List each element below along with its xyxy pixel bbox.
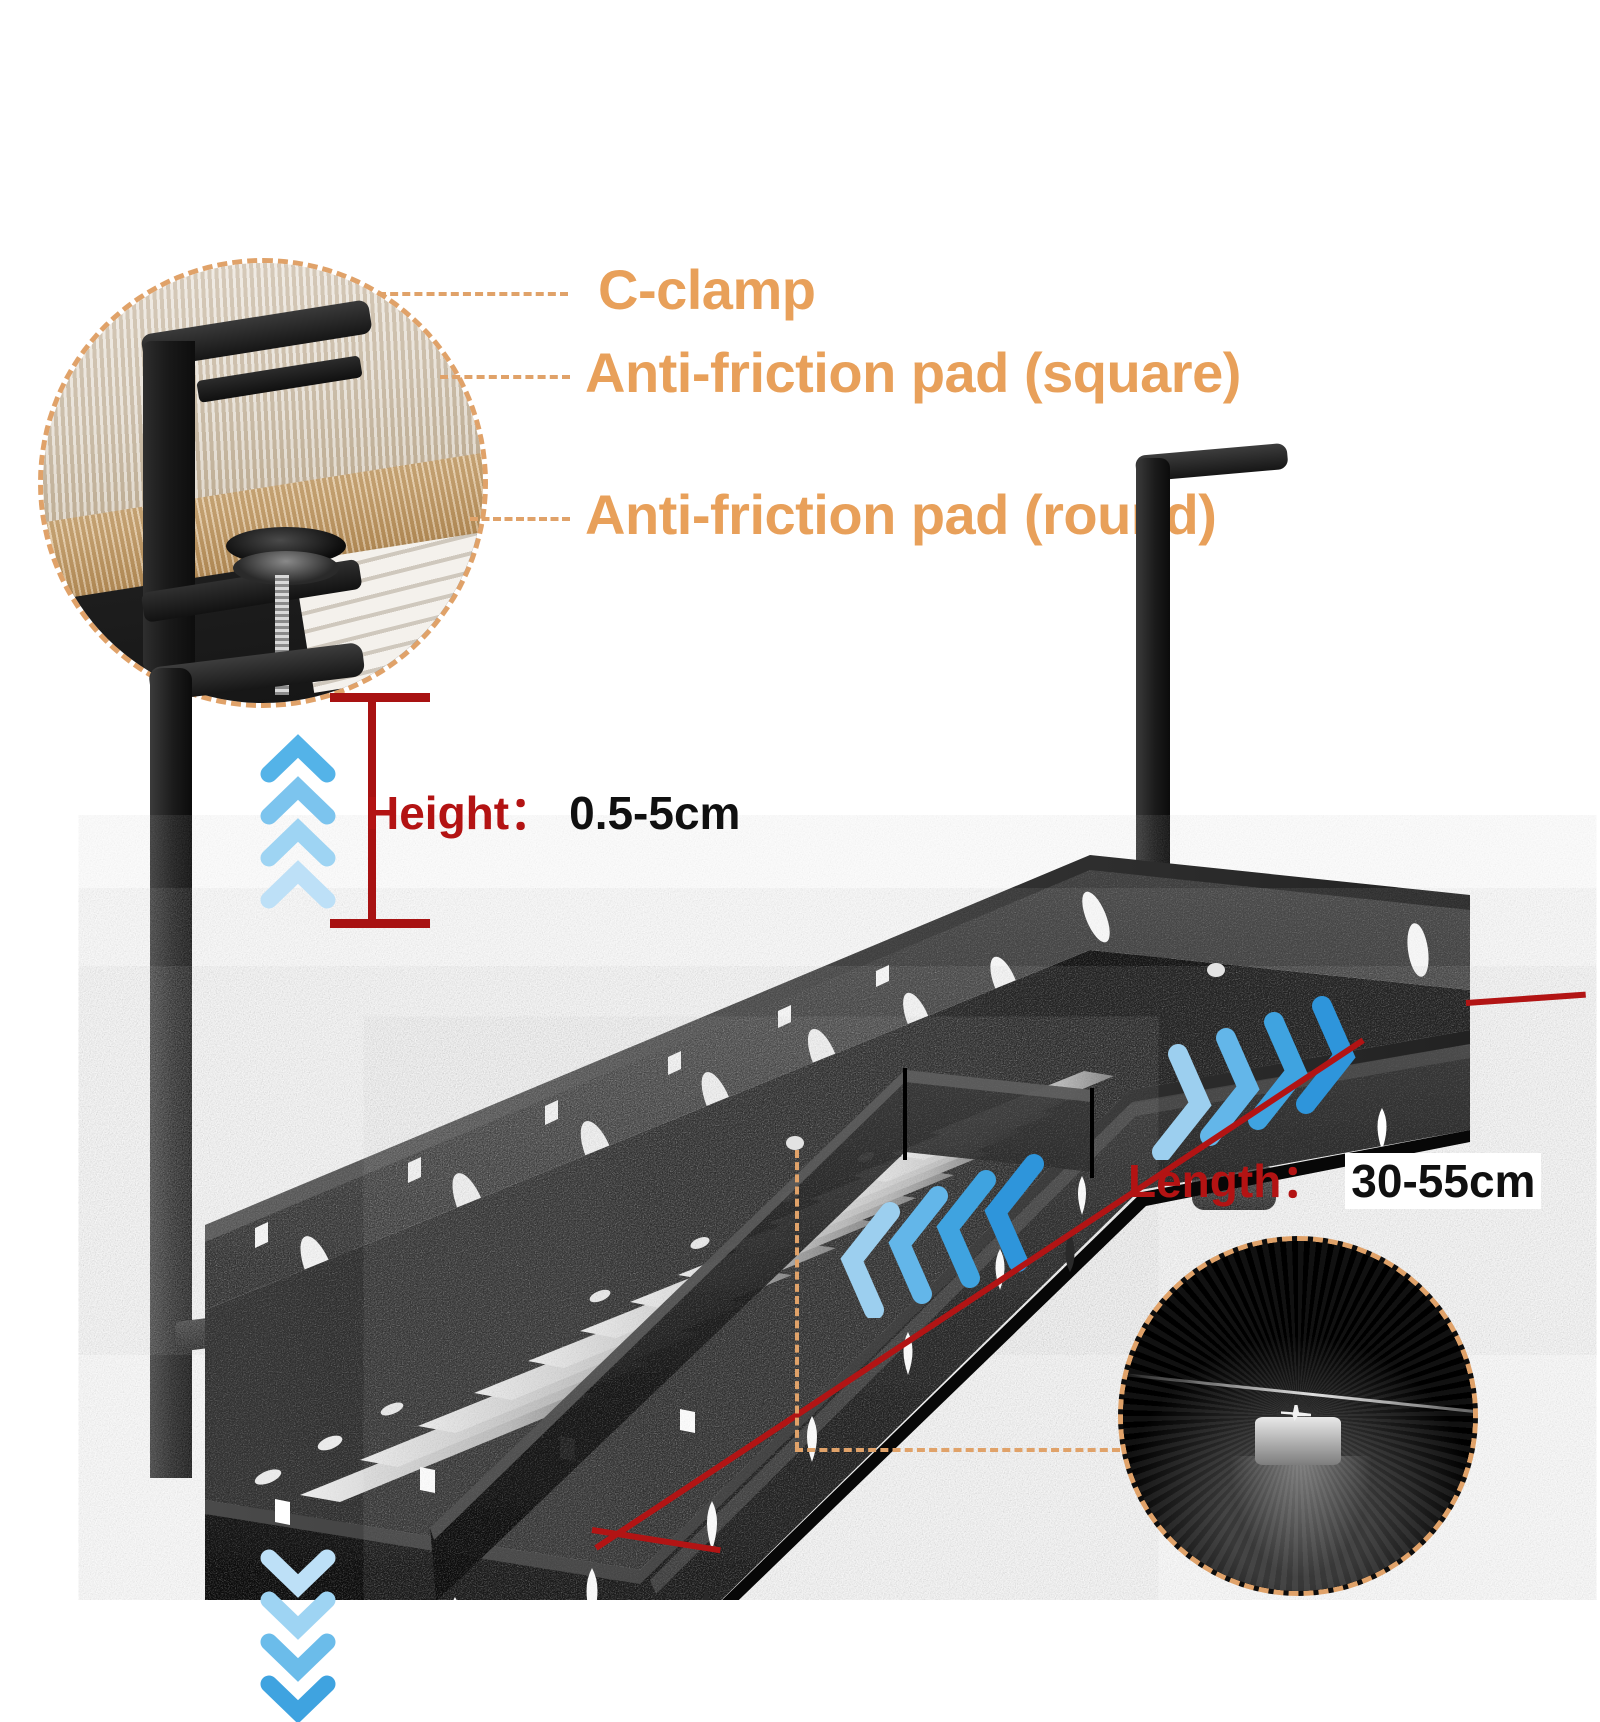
- leader-line-screw-horizontal: [795, 1448, 1120, 1452]
- leader-line-pad-square: [440, 375, 570, 379]
- leader-line-screw-vertical: [795, 1150, 799, 1450]
- height-dimension-label: Height：0.5-5cm: [366, 790, 740, 836]
- tray-rivets: [786, 963, 1225, 1150]
- inset-clamp-detail: [38, 258, 488, 708]
- leader-line-c-clamp: [378, 292, 568, 296]
- height-dimension-tick-top: [330, 693, 430, 702]
- height-label-value: 0.5-5cm: [569, 787, 741, 839]
- chevron-right-group-icon: [1152, 996, 1356, 1160]
- callout-label-c-clamp: C-clamp: [598, 258, 816, 321]
- tray-body: [205, 855, 1470, 1600]
- screw-inset-glow: [1231, 1456, 1371, 1576]
- chevron-left-group-icon: [840, 1154, 1044, 1318]
- chevron-down-group-icon: [260, 1549, 336, 1722]
- callout-label-pad-round: Anti-friction pad (round): [585, 483, 1217, 546]
- tray-clip-tabs: [702, 1230, 1075, 1600]
- inset-screw-detail: [1118, 1236, 1478, 1596]
- product-diagram-canvas: C-clamp Anti-friction pad (square) Anti-…: [0, 0, 1600, 1600]
- callout-label-pad-square: Anti-friction pad (square): [585, 341, 1241, 404]
- leader-line-pad-round: [470, 517, 570, 521]
- phillips-screw-icon: [1255, 1417, 1341, 1465]
- height-dimension-tick-bottom: [330, 919, 430, 928]
- tray-front-rim: [205, 1030, 1470, 1584]
- height-dimension-line: [368, 695, 376, 927]
- height-label-key: Height：: [366, 787, 556, 839]
- length-dimension-label: Length： 30-55cm: [1128, 1153, 1542, 1209]
- tray-back-notches: [255, 965, 889, 1248]
- tray-back-rim: [205, 855, 1470, 1242]
- tray-back-wall: [205, 860, 1470, 1310]
- tray-sliding-rail: [430, 1070, 1092, 1600]
- length-label-key: Length：: [1128, 1155, 1328, 1207]
- length-label-value: 30-55cm: [1345, 1153, 1542, 1209]
- tray-front-wall: [205, 1030, 1470, 1600]
- chevron-up-group-icon: [260, 734, 336, 909]
